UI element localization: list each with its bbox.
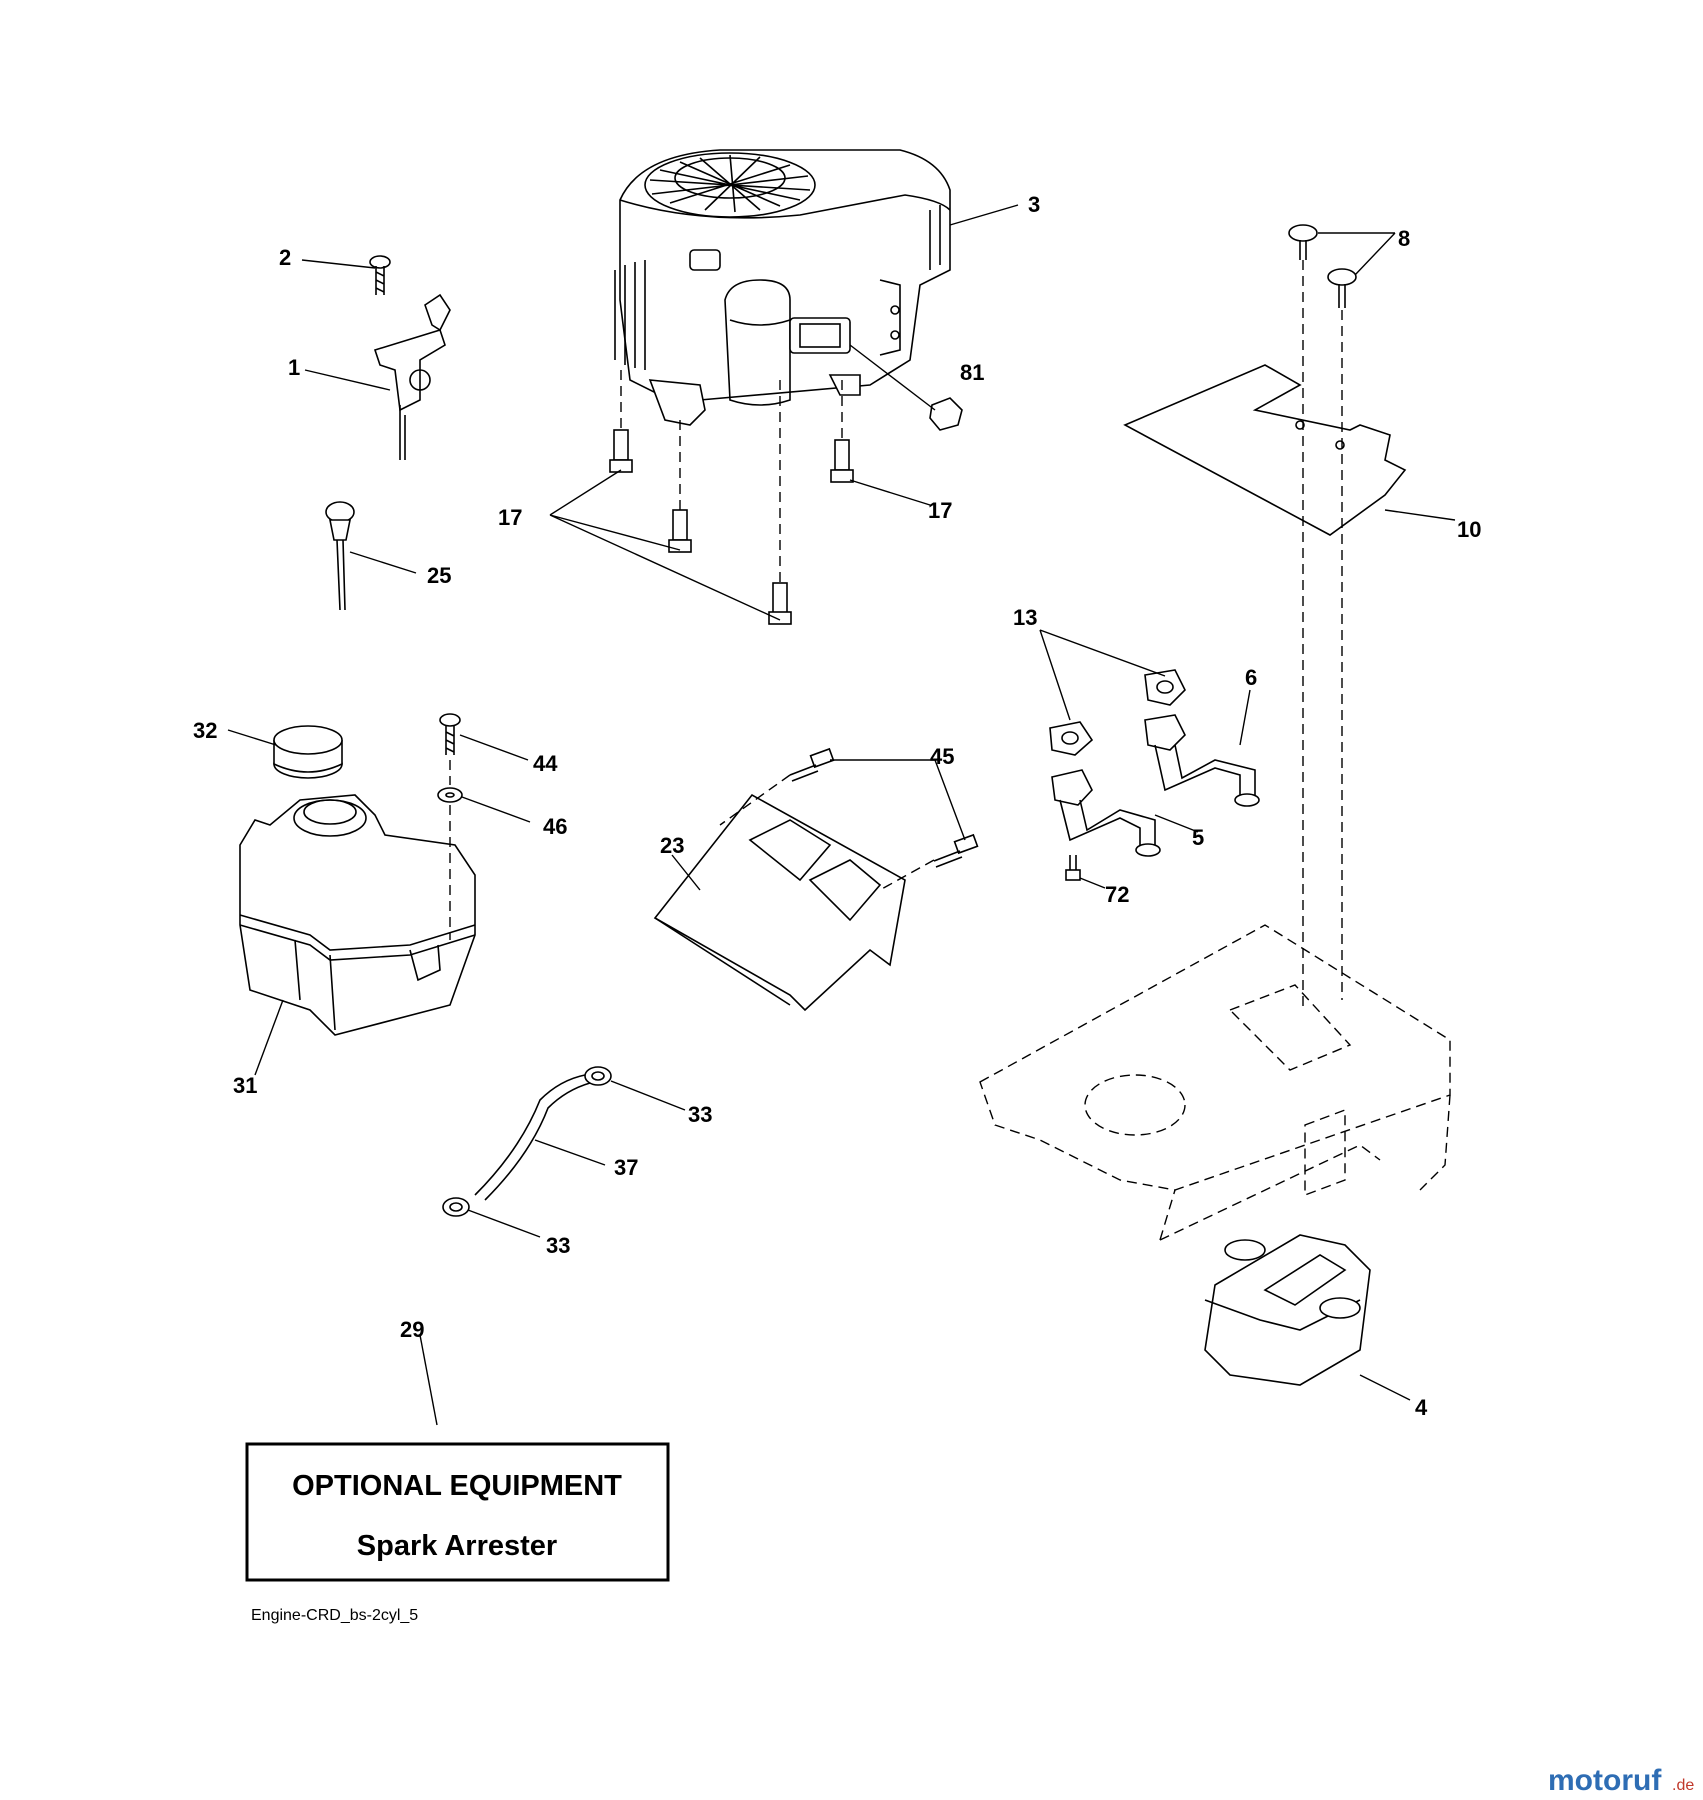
engine (614, 149, 951, 426)
screw-2 (369, 255, 391, 295)
optional-equipment-box: OPTIONAL EQUIPMENT Spark Arrester (245, 1442, 670, 1582)
callout-23: 23 (660, 833, 684, 858)
callout-45: 45 (930, 744, 954, 769)
callout-4: 4 (1415, 1395, 1428, 1420)
callout-33-top: 33 (688, 1102, 712, 1127)
washer-46 (437, 760, 463, 940)
callout-81: 81 (960, 360, 984, 385)
callout-25: 25 (427, 563, 451, 588)
nut-81 (849, 344, 963, 431)
screw-72 (1065, 855, 1081, 881)
dipstick (325, 501, 355, 611)
callout-8: 8 (1398, 226, 1410, 251)
callout-72: 72 (1105, 882, 1129, 907)
bolts-17 (609, 370, 854, 625)
svg-text:.de: .de (1672, 1777, 1694, 1794)
callout-1: 1 (288, 355, 300, 380)
alignment-lines (1302, 260, 1343, 1010)
drawing-id: Engine-CRD_bs-2cyl_5 (251, 1607, 418, 1624)
screw-44 (439, 713, 461, 755)
callout-labels: 2 1 3 8 81 17 17 10 25 13 6 32 44 45 46 … (193, 192, 1481, 1420)
callout-31: 31 (233, 1073, 257, 1098)
callout-44: 44 (533, 751, 558, 776)
fuel-tank (239, 794, 476, 1036)
optional-equipment-title: OPTIONAL EQUIPMENT (292, 1470, 622, 1502)
callout-5: 5 (1192, 825, 1204, 850)
callout-17-left: 17 (498, 505, 522, 530)
callout-10: 10 (1457, 517, 1481, 542)
callout-37: 37 (614, 1155, 638, 1180)
callout-46: 46 (543, 814, 567, 839)
spark-arrester-label: Spark Arrester (357, 1530, 557, 1562)
callout-29: 29 (400, 1317, 424, 1342)
callout-32: 32 (193, 718, 217, 743)
clamp-33-top (584, 1066, 612, 1086)
fuel-cap (273, 725, 343, 779)
exhaust-bracket (653, 793, 906, 1012)
clamp-33-bottom (442, 1197, 470, 1217)
callout-33-bottom: 33 (546, 1233, 570, 1258)
exhaust-pipe-6 (1144, 714, 1260, 807)
callout-2: 2 (279, 245, 291, 270)
callout-17-right: 17 (928, 498, 952, 523)
svg-text:motoruf: motoruf (1548, 1764, 1662, 1797)
fuel-line (474, 1074, 591, 1201)
throttle-control (373, 293, 451, 460)
exhaust-pipe-5 (1051, 769, 1161, 857)
screws-8 (1288, 224, 1357, 308)
callout-6: 6 (1245, 665, 1257, 690)
chassis-frame (979, 924, 1451, 1241)
callout-3: 3 (1028, 192, 1040, 217)
heat-shield (1123, 364, 1407, 536)
watermark-logo: motoruf .de (1548, 1764, 1694, 1797)
callout-13: 13 (1013, 605, 1037, 630)
gaskets-13 (1049, 669, 1186, 756)
muffler (1204, 1234, 1371, 1386)
leader-lines (227, 204, 1456, 1426)
